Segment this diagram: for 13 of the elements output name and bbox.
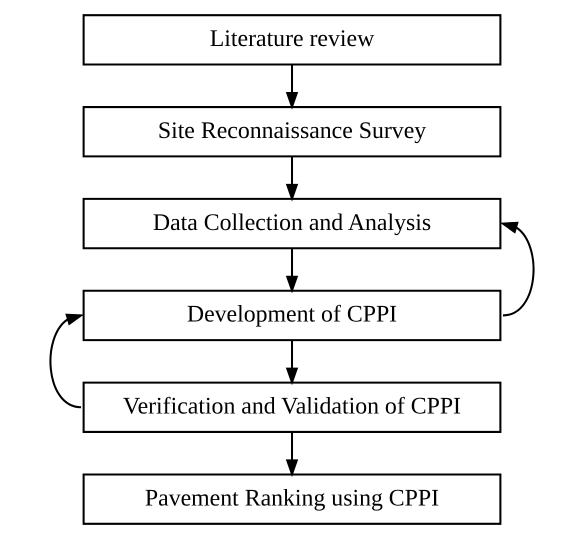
arrow [286,340,298,386]
node-box: Literature review [82,14,502,66]
arrow [286,432,298,478]
arrow [286,156,298,202]
node-box: Data Collection and Analysis [82,198,502,250]
arrow [286,248,298,294]
node-box: Development of CPPI [82,290,502,342]
node-box: Verification and Validation of CPPI [82,382,502,433]
arrow [500,222,535,316]
node-box: Site Reconnaissance Survey [82,106,502,158]
arrow [286,64,298,110]
node-box: Pavement Ranking using CPPI [82,473,502,525]
arrow [49,314,84,408]
